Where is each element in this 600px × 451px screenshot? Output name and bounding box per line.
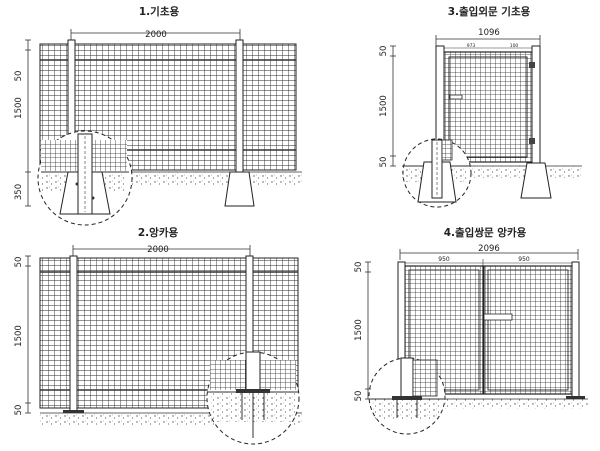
panel-4-ground: [398, 399, 588, 409]
panel-3-title: 3.출입외문 기초용: [448, 5, 531, 18]
panel-4-post-right: [571, 261, 580, 399]
panel-1-dim-350: 350: [14, 184, 24, 200]
panel-1-post-right: [235, 39, 244, 181]
panel-4-height-dimensions: [365, 261, 371, 400]
panel-3-gate-leaf: [443, 51, 533, 163]
panel-4-sub-dim-1: 950: [438, 256, 450, 263]
panel-1-foundation-type: 1.기초용 2000: [14, 5, 302, 226]
panel-2-detail-content: [208, 351, 298, 438]
panel-2-width-label: 2000: [147, 245, 169, 255]
panel-4-gate-latch: [483, 313, 513, 321]
panel-3-hinge-bottom: [529, 138, 535, 144]
panel-2-height-dimensions: [25, 255, 31, 414]
panel-3-dim-1500: 1500: [379, 95, 389, 117]
panel-3-hinge-top: [529, 62, 535, 68]
panel-4-sub-dim-2: 950: [518, 256, 530, 263]
panel-1-height-dimensions: [25, 39, 31, 207]
panel-3-gate-inner-frame: [448, 56, 528, 158]
panel-2-post-left: [69, 255, 78, 413]
panel-2-dim-50-bottom: 50: [14, 405, 24, 416]
panel-2-anchor-type: 2.앙카용 2000 50: [14, 226, 302, 445]
panel-4-dim-50-bottom: 50: [354, 391, 364, 402]
panel-4-gate-leaf-right: [483, 265, 573, 395]
panel-1-dim-1500: 1500: [14, 97, 24, 119]
panel-4-width-label: 2096: [478, 244, 500, 254]
panel-1-title: 1.기초용: [139, 5, 180, 18]
panel-4-dim-1500: 1500: [354, 319, 364, 341]
panel-3-gate-latch: [449, 94, 463, 100]
panel-3-sub-dim-1: 973: [467, 43, 476, 49]
panel-2-dim-50-top: 50: [14, 257, 24, 268]
panel-4-gate-right-inner-frame: [487, 269, 569, 391]
panel-3-dim-50-top: 50: [379, 46, 389, 57]
panel-2-base-plate-left: [63, 410, 84, 413]
panel-4-base-plate-right: [566, 396, 585, 399]
panel-4-detail-content: [370, 357, 444, 419]
panel-3-height-dimensions: [390, 45, 396, 167]
panel-4-double-gate-anchor: 4.출입쌍문 앙카용 2096 950 950: [354, 226, 588, 435]
panel-2-title: 2.앙카용: [138, 226, 179, 239]
panel-1-dim-50: 50: [14, 71, 24, 82]
panel-3-width-label: 1096: [478, 28, 500, 38]
panel-1-width-label: 2000: [145, 30, 167, 40]
panel-3-detail-content: [404, 139, 470, 203]
panel-3-single-gate-foundation: 3.출입외문 기초용 1096 973 100: [379, 5, 582, 208]
panel-4-title: 4.출입쌍문 앙카용: [444, 226, 527, 239]
panel-1-detail-content: [41, 133, 129, 215]
panel-4-dim-50-top: 50: [354, 262, 364, 273]
panel-3-concrete-footing-right: [520, 162, 552, 199]
panel-1-concrete-footing-right: [224, 171, 255, 207]
panel-3-sub-dim-2: 100: [510, 43, 519, 49]
panel-2-dim-1500: 1500: [14, 325, 24, 347]
panel-3-dim-50-bottom: 50: [379, 157, 389, 168]
